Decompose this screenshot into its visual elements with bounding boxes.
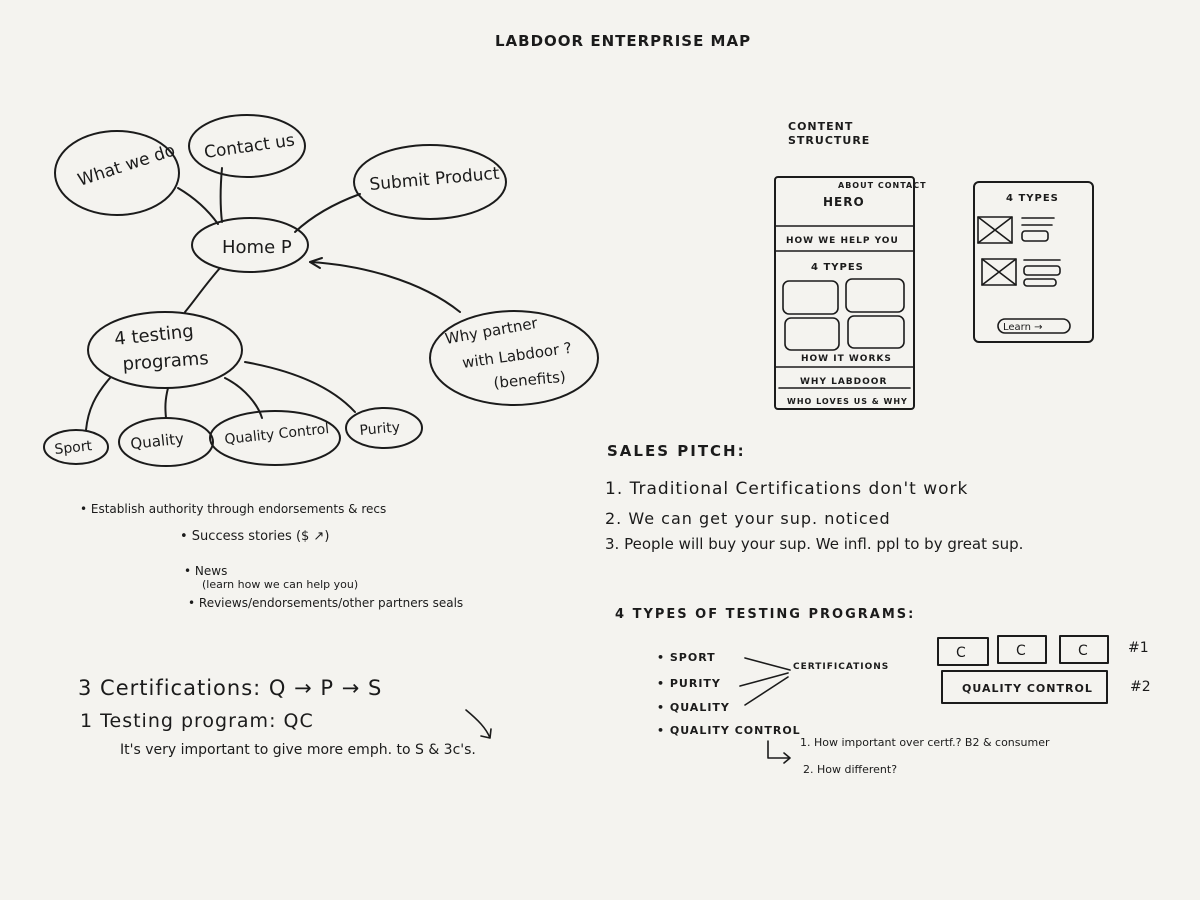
- bubble-home: [191, 217, 309, 273]
- label-what-we-do: What we do: [75, 141, 177, 191]
- content-structure-heading-2: STRUCTURE: [788, 134, 870, 147]
- image-placeholder-icon: [981, 258, 1017, 286]
- learn-button[interactable]: [997, 318, 1071, 334]
- bubble-testing-programs: [87, 311, 243, 389]
- page-title: LABDOOR ENTERPRISE MAP: [495, 32, 751, 50]
- wireframe-four-types: 4 TYPES: [811, 262, 864, 273]
- bubble-quality-control: [209, 410, 341, 466]
- label-sport: Sport: [54, 438, 94, 458]
- connector-programs-purity: [244, 361, 356, 413]
- note-reviews: • Reviews/endorsements/other partners se…: [188, 596, 464, 610]
- cert-box-3-label: C: [1078, 643, 1088, 659]
- content-structure-heading-1: CONTENT: [788, 120, 853, 133]
- label-why-partner-2: with Labdoor ?: [461, 339, 573, 372]
- types-wireframe-title: 4 TYPES: [1006, 193, 1059, 204]
- connector-submit-home: [294, 193, 361, 233]
- connector-programs-sport: [85, 377, 111, 431]
- label-home: Home P: [222, 237, 292, 258]
- type-purity: • PURITY: [657, 677, 721, 690]
- wireframe-how-we-help: HOW WE HELP YOU: [786, 236, 899, 246]
- types-heading: 4 TYPES OF TESTING PROGRAMS:: [615, 607, 916, 622]
- image-placeholder-icon: [977, 216, 1013, 244]
- arrowhead-home: [309, 257, 323, 269]
- cert-box-3: [1059, 635, 1109, 664]
- connector-programs-home: [184, 267, 221, 313]
- bubble-what-we-do: [54, 130, 180, 216]
- cert-box-1-label: C: [956, 645, 966, 661]
- question-1: 1. How important over certf.? B2 & consu…: [800, 736, 1050, 749]
- wireframe-why-labdoor: WHY LABDOOR: [800, 377, 887, 387]
- sales-point-3: 3. People will buy your sup. We infl. pp…: [605, 535, 1024, 553]
- bubble-sport: [43, 429, 109, 465]
- connector-why-home: [309, 261, 461, 313]
- note-testing-program: 1 Testing program: QC: [80, 710, 314, 732]
- wireframe-nav: ABOUT CONTACT: [838, 181, 927, 190]
- type-sport: • SPORT: [657, 651, 716, 664]
- cert-box-2: [997, 635, 1047, 664]
- certification-bracket: [739, 657, 791, 706]
- types-wireframe: 4 TYPES Learn →: [973, 181, 1094, 343]
- label-testing-programs-1: 4 testing: [113, 321, 194, 350]
- sales-point-2: 2. We can get your sup. noticed: [605, 509, 891, 528]
- certifications-label: CERTIFICATIONS: [793, 662, 890, 672]
- connector-programs-quality: [164, 387, 169, 419]
- connector-contact-home: [219, 167, 223, 223]
- note-success-stories: • Success stories ($ ↗): [180, 529, 330, 544]
- qc-box: [941, 670, 1108, 704]
- connector-programs-qc: [224, 377, 263, 419]
- cert-box-1: [937, 637, 989, 666]
- question-2: 2. How different?: [803, 763, 898, 776]
- note-authority: • Establish authority through endorsemen…: [80, 502, 387, 516]
- bubble-quality: [118, 417, 214, 467]
- sales-pitch-heading: SALES PITCH:: [607, 442, 746, 460]
- type-quality-control: • QUALITY CONTROL: [657, 724, 801, 737]
- note-emphasis: It's very important to give more emph. t…: [120, 742, 476, 758]
- rank-2: #2: [1130, 679, 1151, 695]
- label-quality: Quality: [130, 429, 185, 453]
- label-quality-control: Quality Control: [224, 421, 330, 448]
- bubble-purity: [345, 407, 423, 449]
- label-submit-product: Submit Product: [369, 164, 501, 195]
- sales-point-1: 1. Traditional Certifications don't work: [605, 479, 969, 499]
- learn-button-label: Learn →: [1003, 322, 1043, 333]
- followup-arrow: [767, 740, 791, 764]
- page-wireframe: ABOUT CONTACT HERO HOW WE HELP YOU 4 TYP…: [774, 176, 927, 410]
- label-contact-us: Contact us: [203, 130, 296, 163]
- type-quality: • QUALITY: [657, 701, 730, 714]
- label-purity: Purity: [359, 420, 401, 439]
- wireframe-how-it-works: HOW IT WORKS: [801, 354, 892, 364]
- bubble-submit-product: [353, 144, 507, 220]
- note-certifications: 3 Certifications: Q → P → S: [78, 676, 383, 700]
- label-why-partner-3: (benefits): [493, 368, 567, 392]
- cert-box-2-label: C: [1016, 643, 1026, 659]
- label-testing-programs-2: programs: [122, 348, 209, 375]
- note-news-sub: (learn how we can help you): [202, 578, 359, 591]
- emphasis-arrow: [465, 709, 492, 739]
- bubble-contact-us: [188, 114, 306, 178]
- note-news: • News: [184, 564, 228, 578]
- connector-what-home: [177, 187, 219, 225]
- wireframe-who-loves: WHO LOVES US & WHY: [787, 397, 908, 406]
- qc-box-label: QUALITY CONTROL: [962, 682, 1093, 695]
- rank-1: #1: [1128, 640, 1149, 656]
- wireframe-hero: HERO: [823, 195, 865, 209]
- label-why-partner-1: Why partner: [444, 314, 540, 348]
- bubble-why-partner: [429, 310, 599, 406]
